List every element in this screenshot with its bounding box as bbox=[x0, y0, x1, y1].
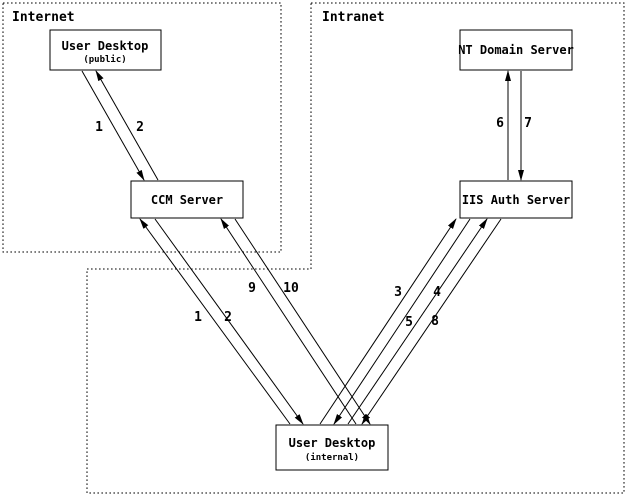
user-desktop-internal-box bbox=[275, 424, 389, 471]
edge-label-5: 5 bbox=[405, 315, 413, 330]
user-desktop-public-title: User Desktop bbox=[62, 39, 149, 53]
edge-2-ccm-to-public-desktop bbox=[95, 70, 159, 181]
user-desktop-internal-sublabel: (internal) bbox=[305, 452, 359, 463]
edge-label-1-bottom: 1 bbox=[194, 310, 202, 325]
node-iis-auth-server: IIS Auth Server bbox=[459, 180, 573, 219]
edge-4-iis-to-internal-desktop bbox=[333, 218, 471, 425]
edge-9-internal-desktop-to-ccm bbox=[220, 218, 357, 425]
user-desktop-public-sublabel: (public) bbox=[83, 54, 126, 65]
user-desktop-internal-title: User Desktop bbox=[289, 436, 376, 450]
edge-label-4: 4 bbox=[433, 285, 441, 300]
ccm-server-title: CCM Server bbox=[151, 193, 223, 207]
node-user-desktop-internal: User Desktop (internal) bbox=[275, 424, 389, 471]
edge-1-public-desktop-to-ccm bbox=[81, 70, 145, 181]
edge-label-2-bottom: 2 bbox=[224, 310, 232, 325]
edge-3-internal-desktop-to-iis bbox=[319, 218, 457, 425]
node-user-desktop-public: User Desktop (public) bbox=[49, 29, 162, 71]
user-desktop-public-box bbox=[49, 29, 162, 71]
edge-label-10: 10 bbox=[283, 281, 299, 296]
intranet-zone-label: Intranet bbox=[322, 10, 385, 25]
edge-label-2-top: 2 bbox=[136, 120, 144, 135]
edge-label-3: 3 bbox=[394, 285, 402, 300]
edge-label-1-top: 1 bbox=[95, 120, 103, 135]
iis-auth-server-box bbox=[459, 180, 573, 219]
node-nt-domain-server: NT Domain Server bbox=[458, 29, 574, 71]
edge-label-9: 9 bbox=[248, 281, 256, 296]
ccm-server-box bbox=[130, 180, 244, 219]
iis-auth-server-title: IIS Auth Server bbox=[462, 193, 570, 207]
internet-zone-label: Internet bbox=[12, 10, 75, 25]
edge-8-iis-to-internal-desktop bbox=[361, 218, 502, 425]
nt-domain-server-title: NT Domain Server bbox=[458, 43, 574, 57]
intranet-zone-border bbox=[86, 2, 625, 494]
edge-label-8: 8 bbox=[431, 314, 439, 329]
edge-2-ccm-to-internal-desktop bbox=[154, 218, 304, 425]
nt-domain-server-box bbox=[459, 29, 573, 71]
edge-5-internal-desktop-to-iis bbox=[347, 218, 488, 425]
edge-10-ccm-to-internal-desktop bbox=[234, 218, 371, 425]
edge-label-7: 7 bbox=[524, 116, 532, 131]
node-ccm-server: CCM Server bbox=[130, 180, 244, 219]
edge-1-internal-desktop-to-ccm bbox=[139, 218, 291, 425]
edge-label-6: 6 bbox=[496, 116, 504, 131]
internet-zone-border bbox=[2, 2, 282, 253]
